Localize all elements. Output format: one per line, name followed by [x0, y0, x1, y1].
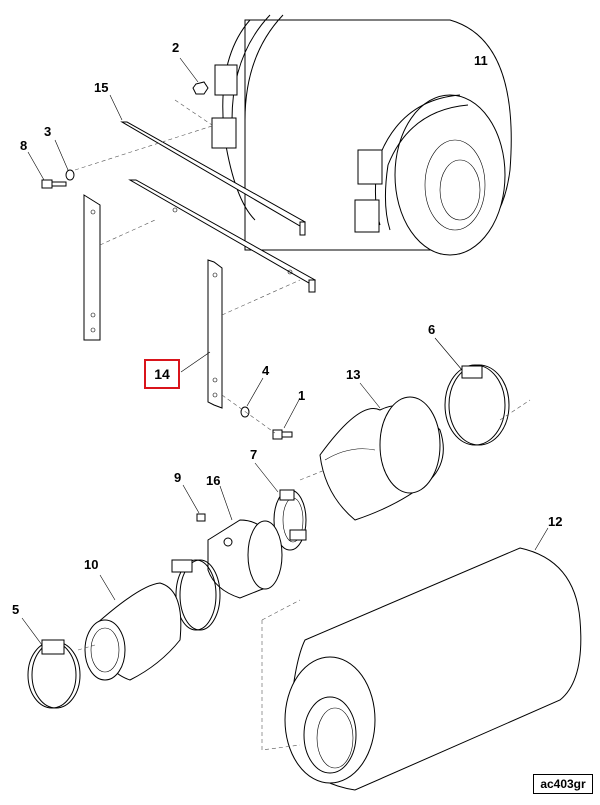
label-part-13: 13 [346, 367, 360, 382]
left-bracket [83, 194, 156, 341]
label-part-8: 8 [20, 138, 27, 153]
part-14-bracket [180, 259, 301, 409]
highlighted-part-label: 14 [154, 366, 170, 382]
label-part-6: 6 [428, 322, 435, 337]
mid-hose-clamp [171, 559, 221, 631]
part-12-filter-element [261, 527, 582, 791]
part-6-hose-clamp [434, 337, 531, 446]
part-13-reducer-hose [299, 382, 444, 521]
part-5-hose-clamp [21, 617, 96, 709]
part-8-bolt [27, 124, 216, 189]
label-part-15: 15 [94, 80, 108, 95]
label-part-1: 1 [298, 388, 305, 403]
label-part-2: 2 [172, 40, 179, 55]
part-7-hose-clamp [254, 462, 307, 551]
highlighted-part-14-callout[interactable]: 14 [144, 359, 180, 389]
part-15-strap-bar [109, 94, 306, 236]
label-part-16: 16 [206, 473, 220, 488]
long-mounting-bar [128, 179, 317, 293]
part-2-nut [179, 57, 209, 95]
label-part-11: 11 [474, 53, 488, 68]
part-16-coupler-sleeve [207, 485, 283, 599]
part-9-grommet [182, 484, 206, 522]
label-part-12: 12 [548, 514, 562, 529]
label-part-4: 4 [262, 363, 270, 378]
label-part-9: 9 [174, 470, 181, 485]
part-10-intake-hose [84, 574, 182, 681]
label-part-3: 3 [44, 124, 51, 139]
part-1-bolt [221, 394, 301, 440]
drawing-reference-code: ac403gr [533, 774, 593, 794]
part-11-filter-housing [174, 14, 512, 256]
label-part-5: 5 [12, 602, 19, 617]
label-part-7: 7 [250, 447, 257, 462]
part-3-washer [54, 139, 75, 181]
part-4-washer [240, 377, 264, 418]
label-part-10: 10 [84, 557, 98, 572]
